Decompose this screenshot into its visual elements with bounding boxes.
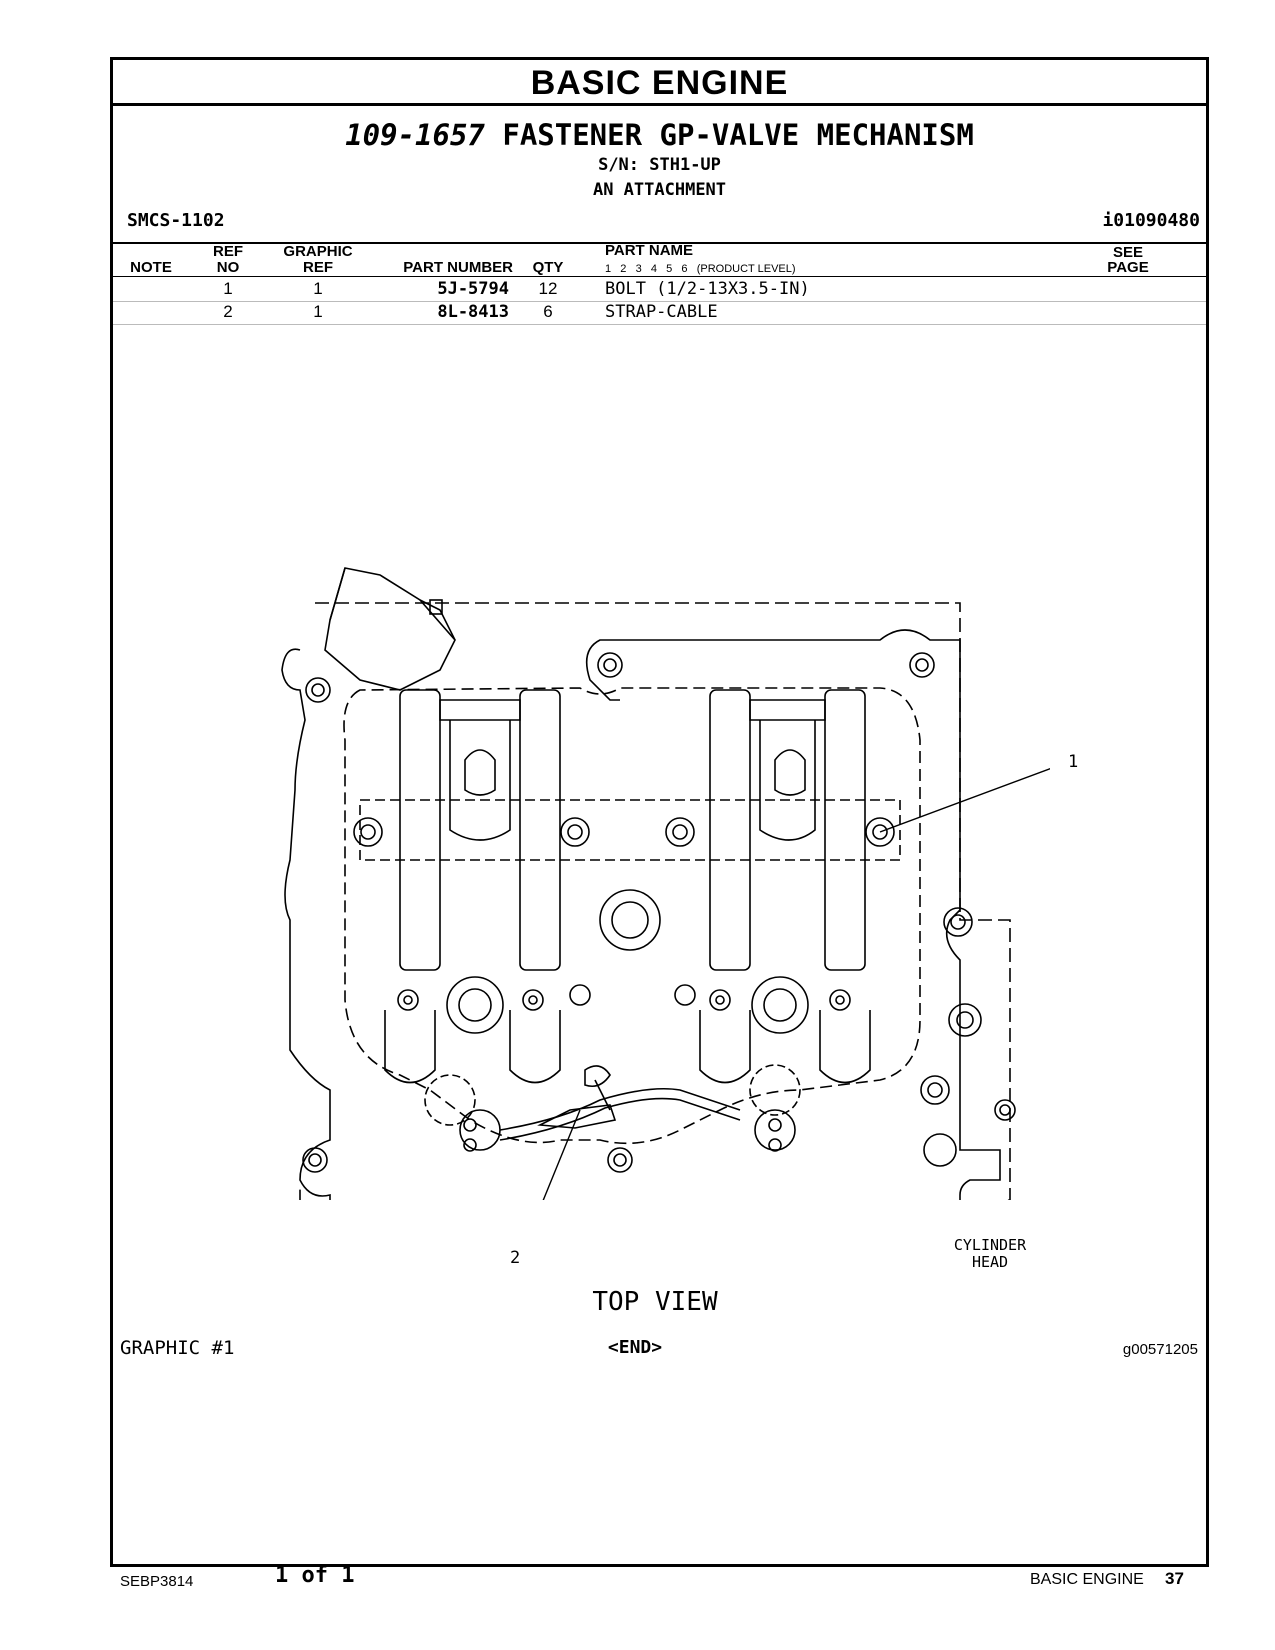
row2-part-number: 8L-8413	[437, 302, 509, 322]
row-divider	[113, 324, 1206, 325]
smcs-code: SMCS-1102	[127, 210, 225, 231]
row2-qty: 6	[543, 302, 553, 321]
header-note: NOTE	[130, 259, 172, 276]
section-title: BASIC ENGINE	[113, 60, 1206, 106]
page-of: 1 of 1	[275, 1563, 355, 1588]
row2-ref-no: 2	[223, 302, 233, 321]
callout-2: 2	[510, 1248, 521, 1268]
row1-part-number: 5J-5794	[437, 279, 509, 299]
row-divider	[113, 301, 1206, 302]
header-ref-bottom: NO	[216, 259, 240, 276]
header-see-top: SEE	[1112, 244, 1143, 261]
cylinder-label-line1: CYLINDER	[953, 1236, 1027, 1254]
row2-graphic-ref: 1	[313, 302, 323, 321]
document-id: i01090480	[1102, 210, 1200, 231]
footer-section: BASIC ENGINE	[1030, 1571, 1144, 1588]
group-name: FASTENER GP-VALVE MECHANISM	[502, 118, 974, 152]
row1-graphic-ref: 1	[313, 279, 323, 298]
header-product-levels: 1 2 3 4 5 6 (PRODUCT LEVEL)	[605, 263, 796, 275]
callout-1: 1	[1068, 752, 1079, 772]
serial-number: S/N: STH1-UP	[598, 155, 721, 175]
doc-number: SEBP3814	[120, 1573, 194, 1590]
header-see-bottom: PAGE	[1107, 259, 1149, 276]
cylinder-head-drawing	[281, 567, 1050, 1200]
group-title: 109-1657 FASTENER GP-VALVE MECHANISM	[113, 118, 1206, 152]
page-number: 37	[1165, 1569, 1184, 1588]
view-label: TOP VIEW	[592, 1287, 718, 1317]
cylinder-label-line2: HEAD	[971, 1253, 1009, 1271]
row1-qty: 12	[538, 279, 558, 298]
header-graphic-bottom: REF	[303, 259, 333, 276]
graphic-label: GRAPHIC #1	[120, 1337, 235, 1359]
header-part-name: PART NAME	[605, 242, 694, 259]
page-frame: BASIC ENGINE 109-1657 FASTENER GP-VALVE …	[110, 57, 1209, 1567]
row1-part-name: BOLT (1/2-13X3.5-IN)	[605, 279, 810, 299]
header-part-number: PART NUMBER	[403, 259, 513, 276]
end-marker: <END>	[607, 1337, 663, 1358]
table-top-rule	[113, 242, 1206, 244]
row1-ref-no: 1	[223, 279, 233, 298]
header-qty: QTY	[532, 259, 564, 276]
graphic-id: g00571205	[1122, 1341, 1198, 1358]
header-graphic-top: GRAPHIC	[283, 243, 353, 260]
table-header-rule	[113, 276, 1206, 277]
group-part-number: 109-1657	[345, 118, 485, 152]
row2-part-name: STRAP-CABLE	[605, 302, 718, 322]
attachment-label: AN ATTACHMENT	[592, 180, 727, 200]
header-ref-top: REF	[213, 243, 243, 260]
